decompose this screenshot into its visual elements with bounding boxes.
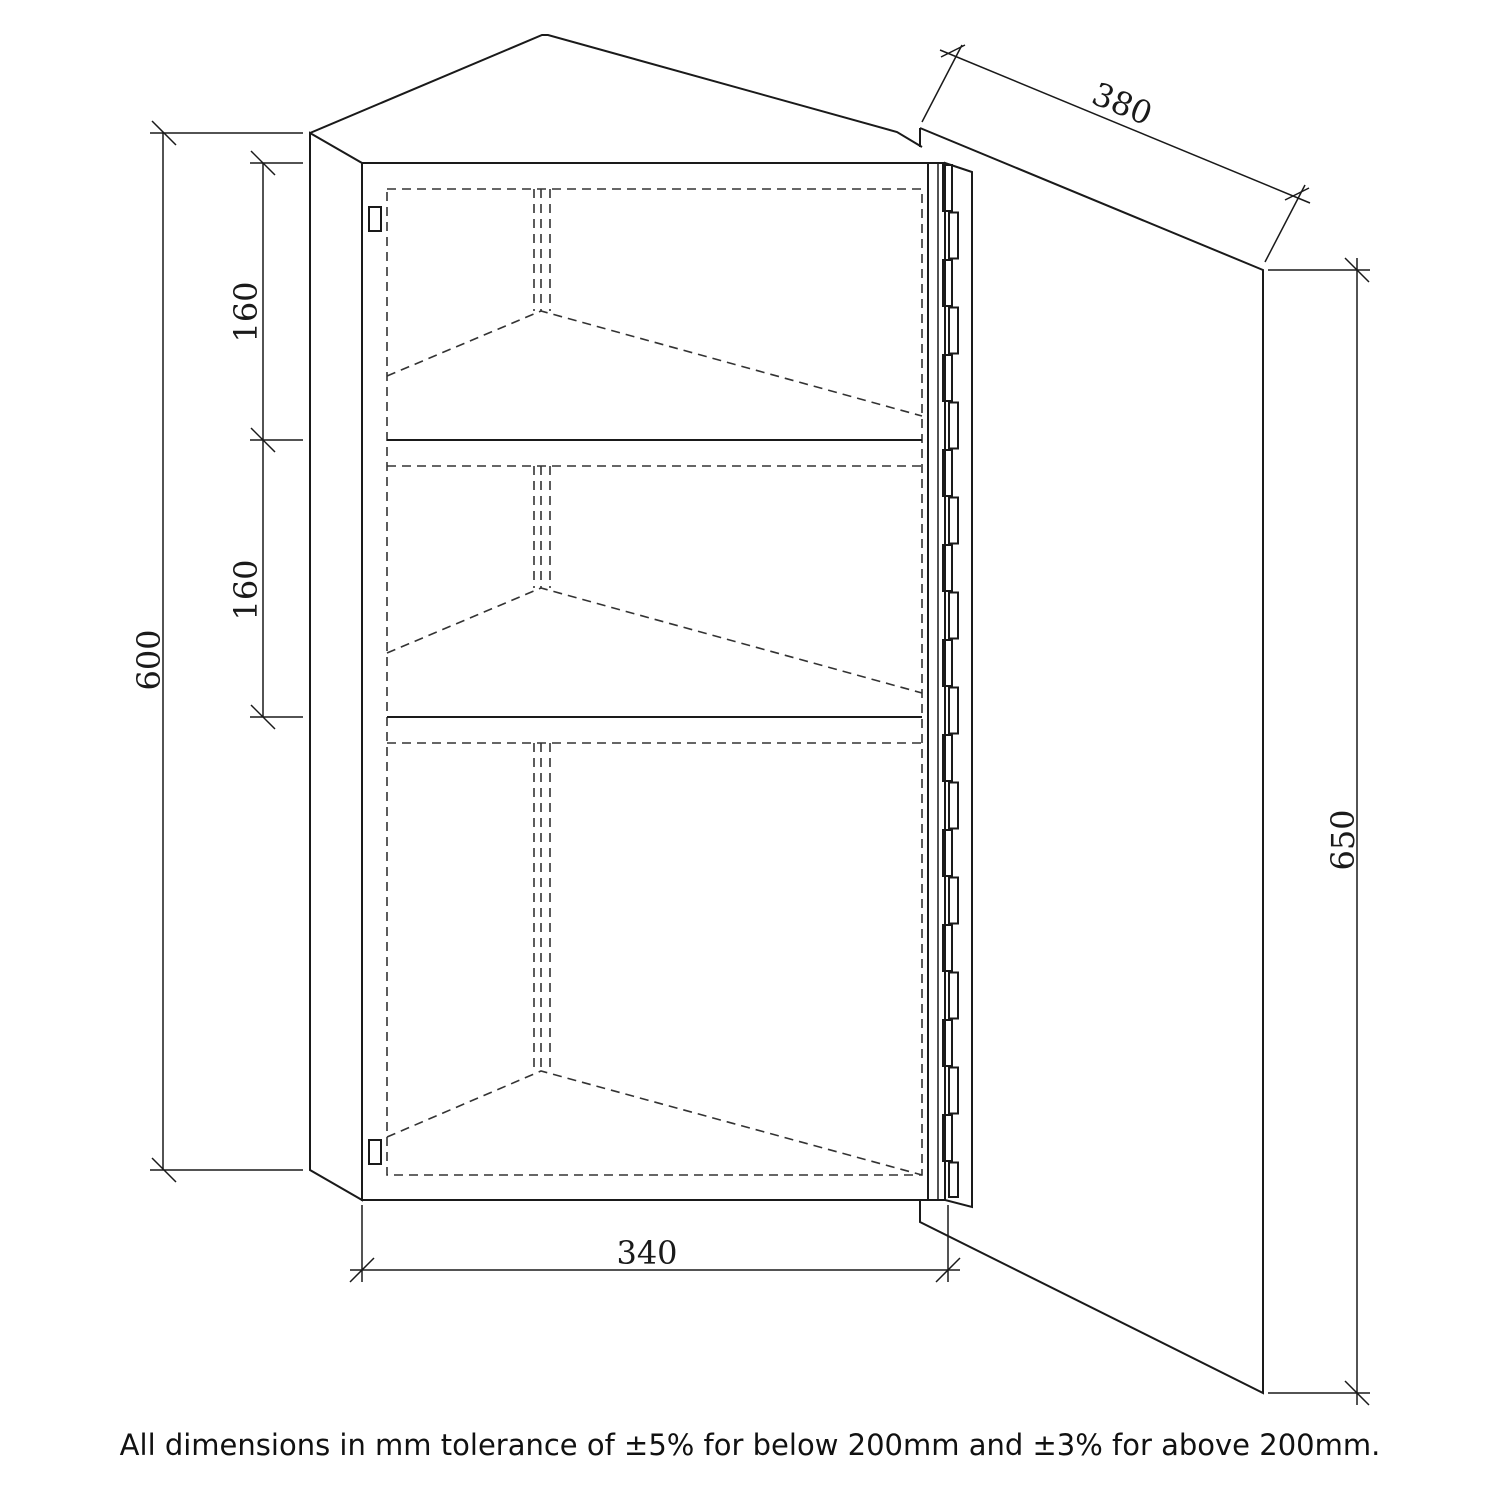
hinge-knuckle (942, 1114, 953, 1162)
hinge-knuckle (942, 259, 953, 307)
hinge-knuckle (942, 164, 953, 212)
dimension-650-label: 650 (1324, 809, 1362, 870)
magnet-catch-top (368, 206, 382, 232)
hinge-knuckle (942, 354, 953, 402)
piano-hinge (942, 164, 959, 1198)
dimension-160-top-label: 160 (227, 281, 265, 342)
hinge-knuckle (942, 1019, 953, 1067)
hinge-knuckle (942, 829, 953, 877)
hinge-knuckle (948, 686, 959, 735)
hinge-knuckle (948, 496, 959, 545)
hinge-knuckle (948, 1066, 959, 1115)
shelves (387, 439, 922, 718)
dimension-160-top: 160 160 (227, 150, 303, 730)
hinge-knuckle (948, 971, 959, 1020)
dimension-340: 340 (349, 1205, 961, 1283)
dimension-650: 650 (1268, 257, 1370, 1406)
hinge-knuckle (942, 639, 953, 687)
hinge-knuckle (948, 401, 959, 450)
hinge-knuckle (942, 734, 953, 782)
dimension-160-middle-label: 160 (227, 559, 265, 620)
dimension-380-label: 380 (1087, 75, 1158, 133)
hinge-knuckle (948, 591, 959, 640)
dimension-340-label: 340 (616, 1234, 677, 1272)
corner-lines-dashed (386, 189, 923, 1176)
magnet-catch-bottom (368, 1139, 382, 1165)
tolerance-note: All dimensions in mm tolerance of ±5% fo… (119, 1428, 1381, 1462)
door (919, 127, 1264, 1395)
hinge-knuckle (948, 1161, 959, 1198)
hinge-knuckle (948, 211, 959, 260)
hinge-knuckle (942, 924, 953, 972)
hinge-knuckle (948, 876, 959, 925)
dimension-600: 600 (130, 120, 303, 1183)
dimension-600-label: 600 (130, 629, 168, 690)
hinge-knuckle (942, 544, 953, 592)
hinge-knuckle (948, 781, 959, 830)
hinge-knuckle (948, 306, 959, 355)
cabinet-body (309, 34, 945, 1202)
inner-outline-dashed (386, 188, 923, 1176)
hinge-knuckle (942, 449, 953, 497)
